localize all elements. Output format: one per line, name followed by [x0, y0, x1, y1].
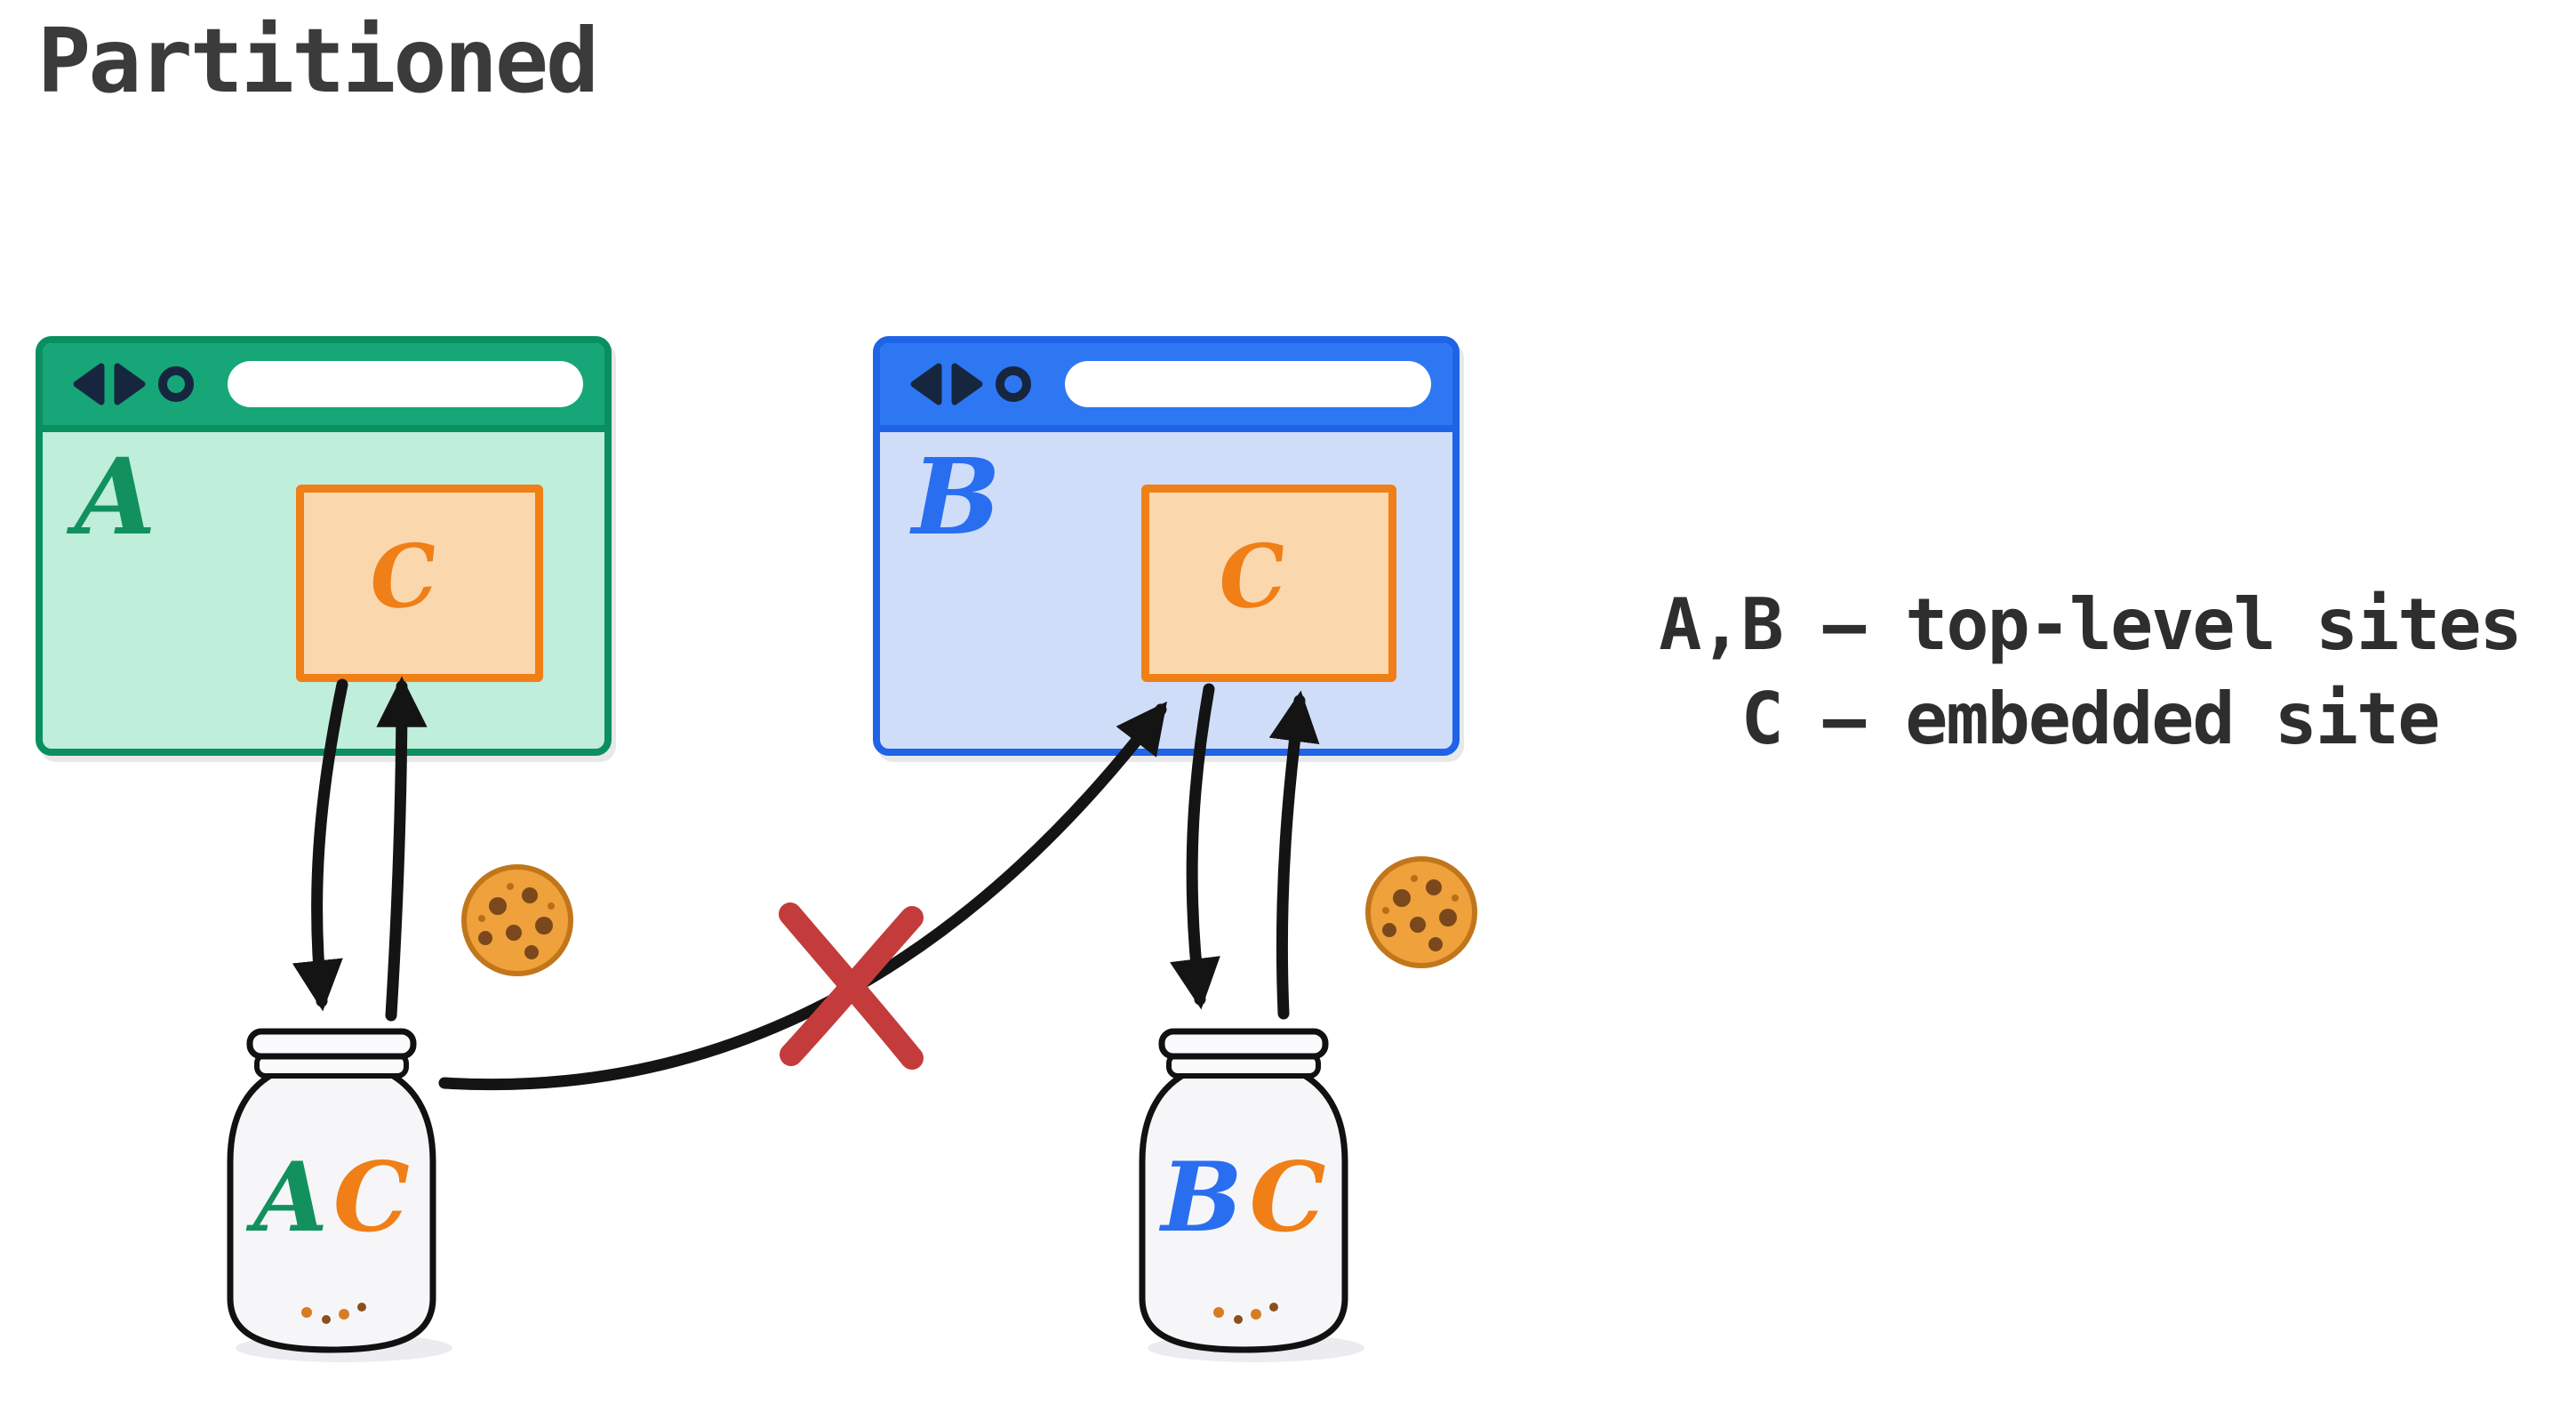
back-icon — [73, 363, 105, 405]
blocked-x-icon — [779, 903, 924, 1070]
browser-content-b: B C — [880, 432, 1452, 749]
browser-toolbar-b — [880, 343, 1452, 432]
jar-icon — [230, 1031, 452, 1362]
cookie-icon-left — [464, 867, 571, 974]
blocked-access-arrow — [438, 701, 1167, 1091]
embedded-frame-c-in-b: C — [1141, 485, 1396, 682]
browser-content-a: A C — [43, 432, 604, 749]
legend-line-top-level-sites: A,B – top-level sites — [1659, 583, 2522, 666]
legend: A,B – top-level sites C – embedded site — [1618, 578, 2562, 766]
page-title: Partitioned — [37, 9, 599, 113]
cookie-jar-right: BC — [1142, 1031, 1364, 1362]
back-icon — [910, 363, 942, 405]
embed-c-label-in-a: C — [365, 523, 442, 630]
embed-c-label-in-b: C — [1214, 523, 1292, 630]
cookie-jar-left: AC — [230, 1031, 452, 1362]
browser-window-a: A C — [36, 336, 612, 756]
reload-icon — [996, 366, 1031, 402]
url-bar-b — [1065, 361, 1431, 407]
forward-icon — [951, 363, 983, 405]
site-b-label: B — [912, 435, 1001, 558]
jar-icon — [1142, 1031, 1364, 1362]
legend-line-embedded-site: C – embedded site — [1740, 677, 2441, 760]
nav-icons-a — [73, 363, 194, 405]
jar-right-label: BC — [1158, 1142, 1325, 1254]
forward-icon — [114, 363, 146, 405]
browser-toolbar-a — [43, 343, 604, 432]
cookie-icon-right — [1368, 859, 1475, 966]
jar-left-label: AC — [245, 1142, 410, 1254]
url-bar-a — [228, 361, 583, 407]
browser-window-b: B C — [873, 336, 1460, 756]
nav-icons-b — [910, 363, 1031, 405]
embedded-frame-c-in-a: C — [296, 485, 543, 682]
site-a-label: A — [75, 435, 156, 558]
reload-icon — [158, 366, 194, 402]
